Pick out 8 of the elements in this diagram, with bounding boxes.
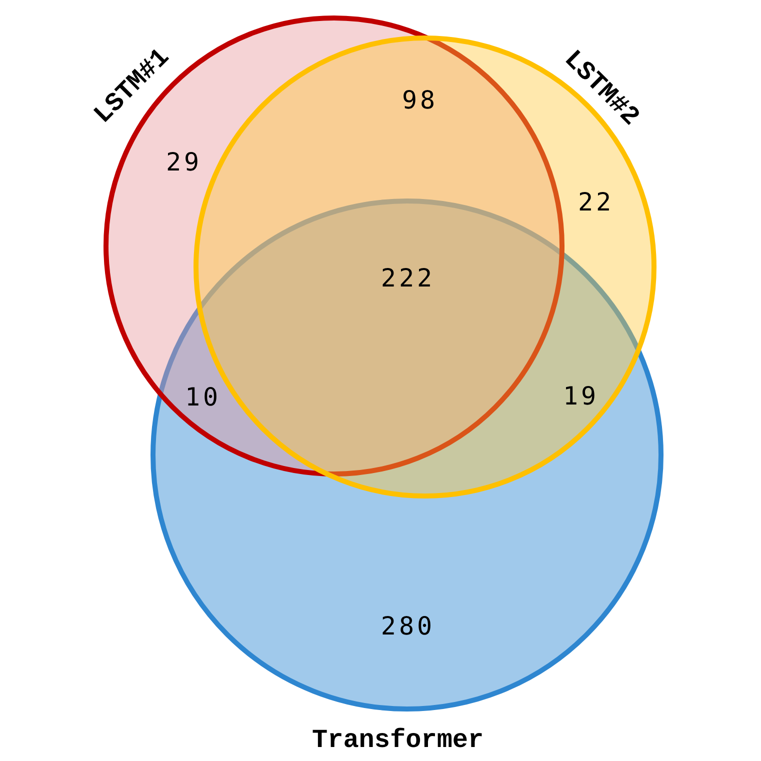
region-count: 222 bbox=[380, 264, 436, 292]
region-count: 280 bbox=[380, 612, 436, 640]
region-count: 98 bbox=[402, 86, 438, 114]
set-label: Transformer bbox=[312, 725, 484, 755]
region-count: 19 bbox=[562, 382, 600, 410]
region-count: 10 bbox=[184, 382, 222, 412]
region-count: 22 bbox=[578, 188, 614, 216]
region-count: 29 bbox=[166, 148, 202, 176]
